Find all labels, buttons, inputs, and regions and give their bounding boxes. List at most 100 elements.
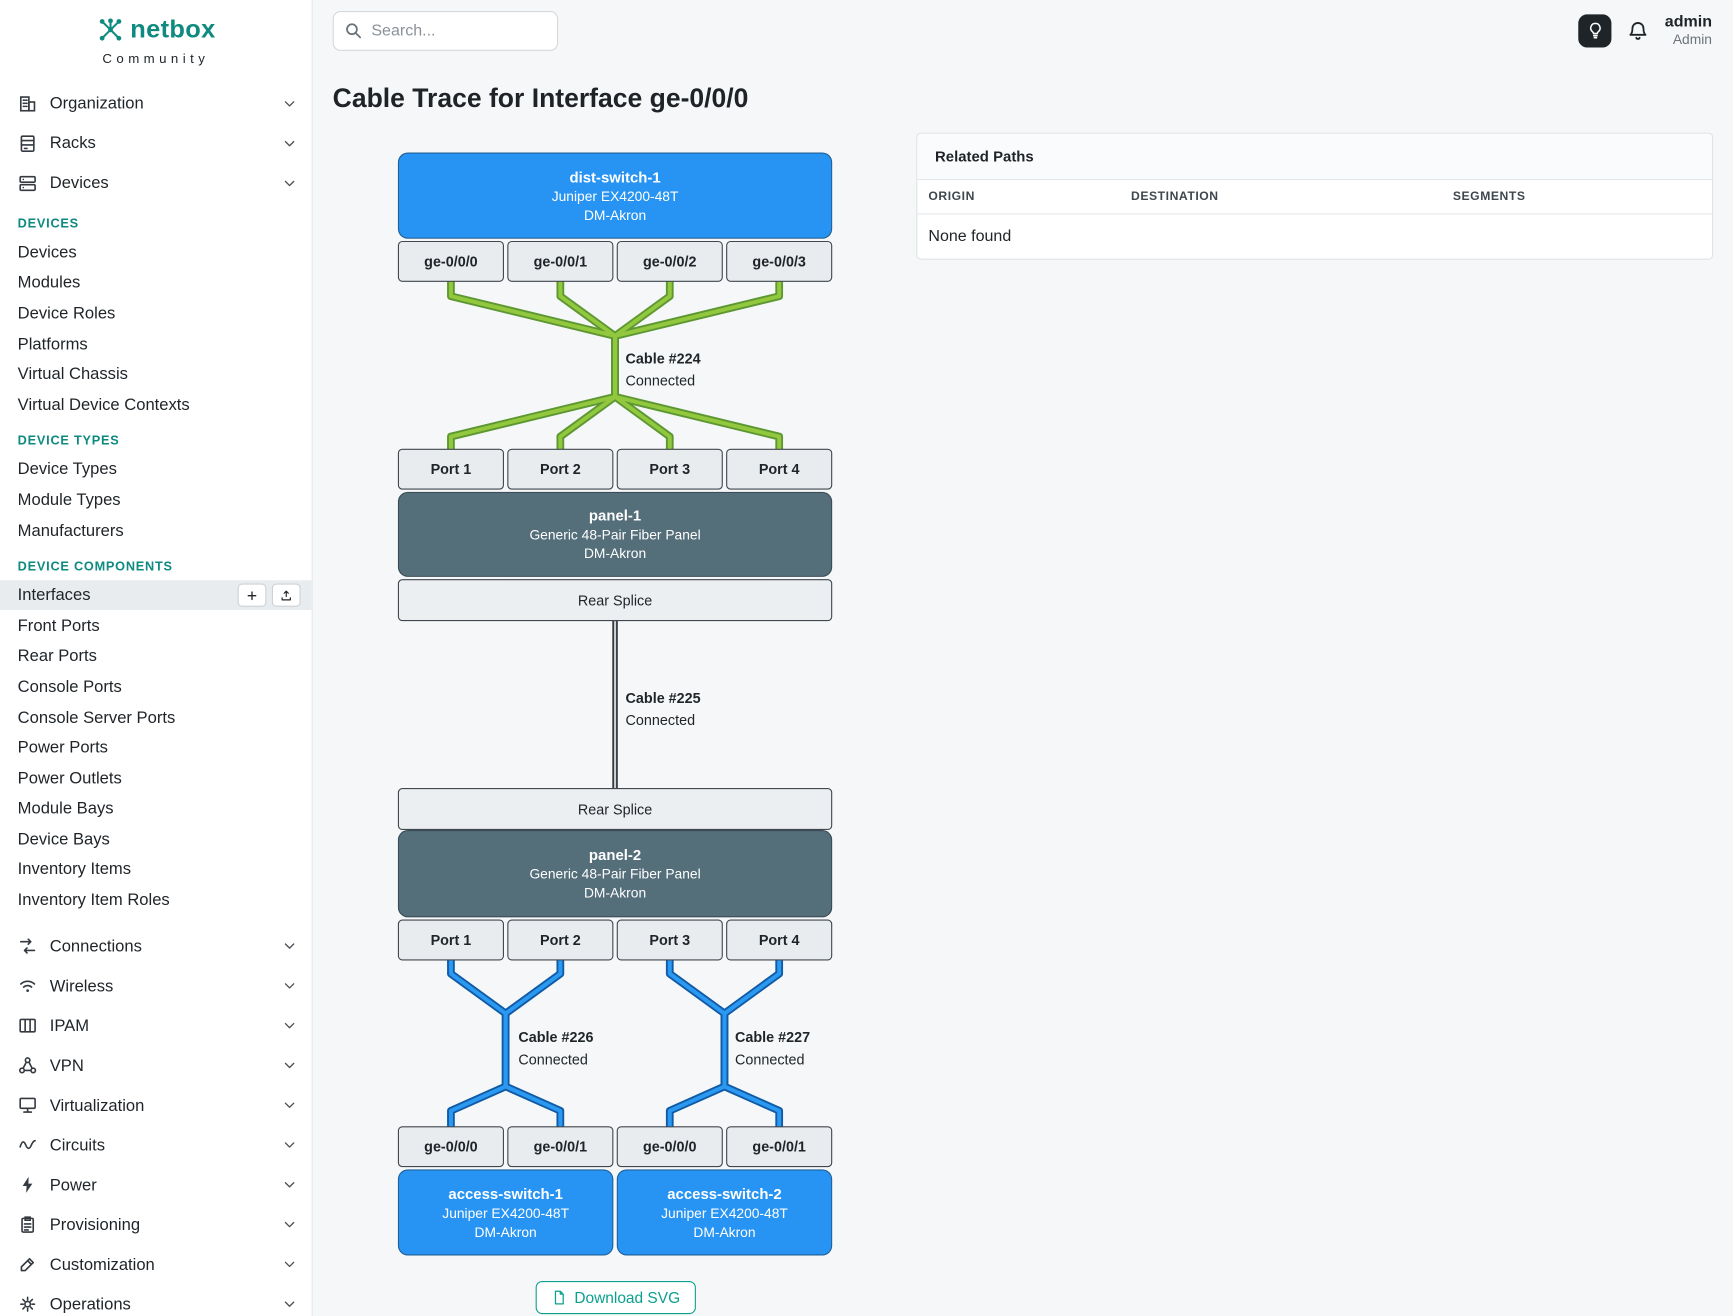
operations-icon (18, 1295, 38, 1315)
file-icon (551, 1290, 566, 1305)
sidebar-group-power[interactable]: Power (0, 1165, 312, 1205)
table-row: None found (917, 214, 1712, 259)
related-paths-title: Related Paths (917, 133, 1713, 181)
cable-label-225[interactable]: Cable #225 Connected (626, 687, 701, 731)
sidebar-group-wireless[interactable]: Wireless (0, 966, 312, 1006)
device-node-panel-1[interactable]: panel-1 Generic 48-Pair Fiber Panel DM-A… (397, 491, 833, 577)
cable-224-lines (447, 276, 784, 456)
cable-id: Cable #224 (625, 350, 701, 367)
sidebar-item-devices[interactable]: Devices (0, 237, 312, 267)
interface-box[interactable]: ge-0/0/0 (616, 1126, 723, 1168)
port-box[interactable]: Port 2 (507, 448, 614, 490)
sidebar-item-virtual-device-contexts[interactable]: Virtual Device Contexts (0, 390, 312, 420)
sidebar-item-console-server-ports[interactable]: Console Server Ports (0, 702, 312, 732)
device-model: Juniper EX4200-48T (551, 188, 679, 204)
add-interface-button[interactable] (237, 583, 267, 607)
sidebar-item-label: Virtual Chassis (17, 364, 128, 384)
rear-splice-box[interactable]: Rear Splice (397, 788, 833, 831)
building-icon (18, 93, 38, 113)
cable-226-lines (447, 956, 565, 1131)
rear-splice-box[interactable]: Rear Splice (397, 579, 833, 622)
device-node-dist-switch[interactable]: dist-switch-1 Juniper EX4200-48T DM-Akro… (397, 152, 833, 239)
device-node-access-switch-1[interactable]: access-switch-1 Juniper EX4200-48T DM-Ak… (397, 1169, 614, 1256)
sidebar-group-circuits[interactable]: Circuits (0, 1126, 312, 1166)
sidebar-item-console-ports[interactable]: Console Ports (0, 672, 312, 702)
sidebar-group-label: Virtualization (49, 1096, 145, 1116)
port-box[interactable]: Port 3 (616, 448, 723, 490)
sidebar-item-inventory-item-roles[interactable]: Inventory Item Roles (0, 885, 312, 915)
sidebar-group-organization[interactable]: Organization (0, 83, 312, 123)
plus-icon (245, 589, 258, 602)
sidebar-item-rear-ports[interactable]: Rear Ports (0, 641, 312, 671)
sidebar-group-operations[interactable]: Operations (0, 1285, 312, 1316)
empty-state-text: None found (928, 227, 1012, 246)
sidebar-item-inventory-items[interactable]: Inventory Items (0, 855, 312, 885)
sidebar-group-ipam[interactable]: IPAM (0, 1006, 312, 1046)
sidebar-group-devices[interactable]: Devices (0, 163, 312, 203)
sidebar-item-front-ports[interactable]: Front Ports (0, 611, 312, 641)
sidebar-group-connections[interactable]: Connections (0, 927, 312, 967)
cable-label-226[interactable]: Cable #226 Connected (518, 1027, 593, 1071)
interface-box[interactable]: ge-0/0/1 (507, 240, 614, 282)
sidebar-item-label: Power Outlets (17, 768, 122, 788)
sidebar-item-modules[interactable]: Modules (0, 268, 312, 298)
device-site: DM-Akron (474, 1224, 537, 1240)
sidebar-group-vpn[interactable]: VPN (0, 1046, 312, 1086)
port-box[interactable]: Port 1 (397, 448, 504, 490)
sidebar-group-label: Power (49, 1175, 97, 1195)
sidebar-item-label: Module Types (17, 490, 121, 510)
cable-label-224[interactable]: Cable #224 Connected (626, 348, 701, 392)
interface-box[interactable]: ge-0/0/0 (397, 240, 504, 282)
sidebar-group-provisioning[interactable]: Provisioning (0, 1205, 312, 1245)
theme-toggle-button[interactable] (1578, 14, 1612, 48)
sidebar-item-label: Inventory Items (17, 860, 132, 880)
sidebar-item-label: Devices (17, 242, 77, 262)
sidebar-item-power-ports[interactable]: Power Ports (0, 733, 312, 763)
cable-label-227[interactable]: Cable #227 Connected (735, 1027, 810, 1071)
sidebar-group-label: Racks (49, 133, 96, 153)
sidebar-item-module-types[interactable]: Module Types (0, 485, 312, 515)
connections-icon (18, 937, 38, 957)
netbox-logo-icon (96, 15, 125, 44)
sidebar-group-label: Operations (49, 1295, 131, 1314)
import-interfaces-button[interactable] (271, 583, 301, 607)
brand[interactable]: netbox Community (0, 0, 312, 70)
interface-box[interactable]: ge-0/0/1 (726, 1126, 833, 1168)
brand-name: netbox (130, 14, 216, 44)
search-input[interactable] (332, 11, 559, 51)
port-box[interactable]: Port 1 (397, 919, 504, 961)
sidebar-nav: Organization Racks Devices DEVICES Devic… (0, 83, 312, 1316)
port-box[interactable]: Port 3 (616, 919, 723, 961)
sidebar-item-label: Console Server Ports (17, 707, 176, 727)
wifi-icon (18, 976, 38, 996)
sidebar-group-virtualization[interactable]: Virtualization (0, 1086, 312, 1126)
sidebar-item-manufacturers[interactable]: Manufacturers (0, 515, 312, 545)
port-box[interactable]: Port 4 (726, 448, 833, 490)
sidebar-item-interfaces[interactable]: Interfaces (0, 580, 312, 611)
sidebar-group-racks[interactable]: Racks (0, 123, 312, 163)
device-name: access-switch-2 (667, 1185, 782, 1202)
interface-box[interactable]: ge-0/0/3 (726, 240, 833, 282)
device-node-access-switch-2[interactable]: access-switch-2 Juniper EX4200-48T DM-Ak… (616, 1169, 833, 1256)
sidebar-item-device-bays[interactable]: Device Bays (0, 824, 312, 854)
sidebar-item-platforms[interactable]: Platforms (0, 329, 312, 359)
interface-box[interactable]: ge-0/0/1 (507, 1126, 614, 1168)
interface-box[interactable]: ge-0/0/0 (397, 1126, 504, 1168)
device-site: DM-Akron (583, 545, 647, 562)
sidebar-item-module-bays[interactable]: Module Bays (0, 794, 312, 824)
port-box[interactable]: Port 2 (507, 919, 614, 961)
sidebar-item-device-types[interactable]: Device Types (0, 454, 312, 484)
download-svg-button[interactable]: Download SVG (535, 1280, 696, 1315)
interface-box[interactable]: ge-0/0/2 (616, 240, 723, 282)
sidebar-item-label: Inventory Item Roles (17, 890, 170, 910)
port-box[interactable]: Port 4 (726, 919, 833, 961)
user-menu[interactable]: admin Admin (1665, 13, 1712, 49)
sidebar-item-virtual-chassis[interactable]: Virtual Chassis (0, 359, 312, 389)
notifications-bell-icon[interactable] (1627, 20, 1649, 42)
sidebar-item-power-outlets[interactable]: Power Outlets (0, 763, 312, 793)
cable-trace-svg (447, 276, 784, 1131)
sidebar-item-device-roles[interactable]: Device Roles (0, 298, 312, 328)
device-node-panel-2[interactable]: panel-2 Generic 48-Pair Fiber Panel DM-A… (397, 830, 833, 918)
sidebar-group-customization[interactable]: Customization (0, 1245, 312, 1285)
sidebar-item-label: Device Types (17, 460, 117, 479)
